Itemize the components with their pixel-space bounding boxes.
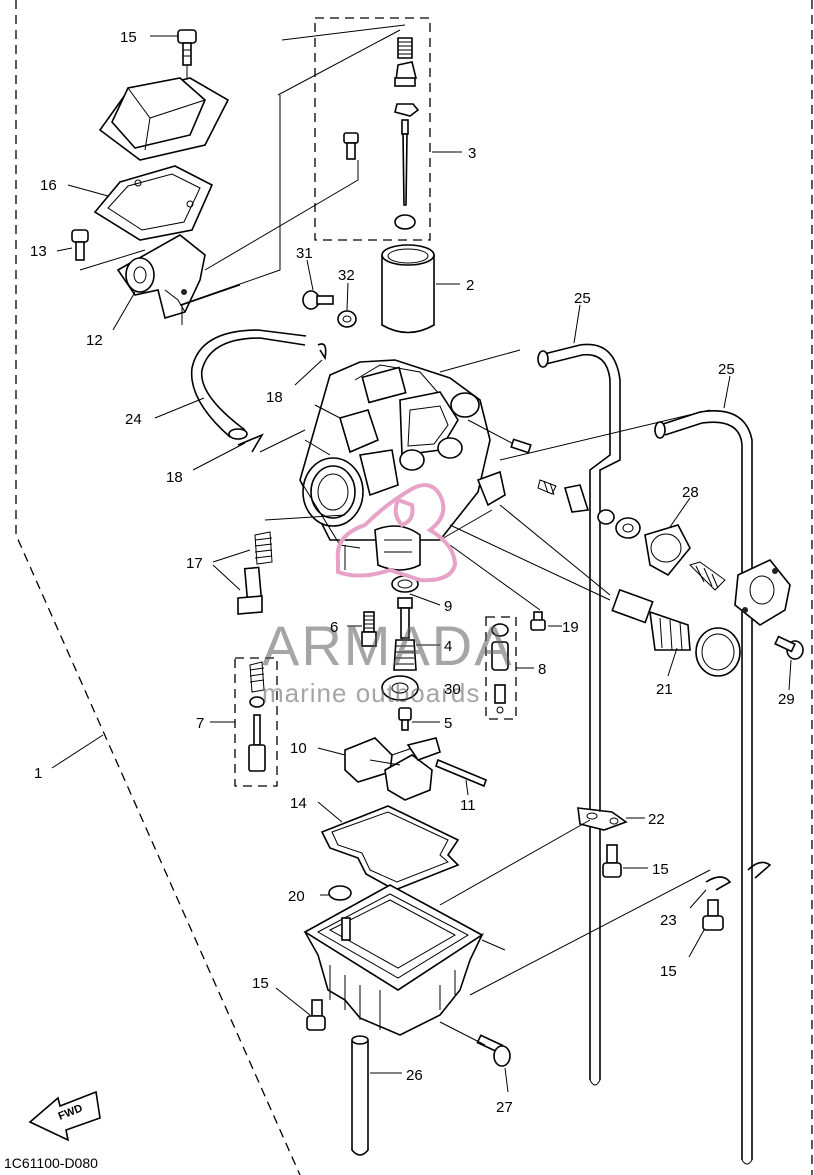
watermark-emblem — [335, 483, 458, 583]
clip-23 — [705, 861, 772, 891]
callout-15: 15 — [660, 963, 677, 980]
callout-5: 5 — [444, 715, 452, 732]
callout-28: 28 — [682, 484, 699, 501]
callout-1: 1 — [34, 765, 42, 782]
callout-31: 31 — [296, 245, 313, 262]
screw-15-lower-left — [306, 999, 326, 1031]
watermark-tagline: marine outboards — [262, 678, 480, 708]
callout-2: 2 — [466, 277, 474, 294]
callout-12: 12 — [86, 332, 103, 349]
callout-24: 24 — [125, 411, 142, 428]
callout-22: 22 — [648, 811, 665, 828]
drain-screw-27 — [476, 1034, 511, 1067]
screw-19 — [530, 611, 546, 631]
throttle-bracket — [116, 234, 206, 320]
callout-11: 11 — [460, 797, 476, 814]
callout-19: 19 — [562, 619, 579, 636]
main-jet-5 — [398, 707, 412, 731]
float-bowl-gasket-14 — [320, 805, 460, 891]
washer-32 — [337, 310, 357, 328]
throttle-stop-screw-17 — [237, 531, 273, 615]
cover-gasket — [93, 165, 214, 241]
callout-9: 9 — [444, 598, 452, 615]
washer-30 — [381, 675, 419, 701]
callout-14: 14 — [290, 795, 307, 812]
mixture-spring-assembly — [510, 438, 641, 539]
callout-30: 30 — [444, 681, 461, 698]
needle-valve-8 — [491, 623, 509, 714]
drawing-code: 1C61100-D080 — [4, 1155, 98, 1171]
callout-15: 15 — [252, 975, 269, 992]
fwd-arrow: FWD — [28, 1090, 101, 1142]
fuel-hose-25a — [537, 343, 621, 1086]
watermark-logo — [335, 483, 458, 583]
fuel-hose-25b — [654, 410, 753, 1165]
clip-18-lower — [237, 433, 264, 453]
callout-3: 3 — [468, 145, 476, 162]
callout-18: 18 — [266, 389, 283, 406]
callout-27: 27 — [496, 1099, 513, 1116]
carburetor-body — [299, 359, 506, 571]
jet-needle-kit — [394, 37, 420, 230]
o-ring-20 — [328, 885, 352, 901]
callout-7: 7 — [196, 715, 204, 732]
float-bowl — [303, 884, 484, 1036]
screw-15-top — [177, 29, 197, 66]
float-pin-11 — [435, 758, 487, 788]
callout-26: 26 — [406, 1067, 423, 1084]
clip-18-upper — [317, 343, 327, 361]
pilot-screw-7 — [248, 661, 266, 772]
callout-8: 8 — [538, 661, 546, 678]
assembly-boundary — [15, 0, 813, 1175]
top-cover — [98, 77, 230, 161]
plate-22 — [577, 807, 628, 831]
callout-21: 21 — [656, 681, 673, 698]
callout-25: 25 — [574, 290, 591, 307]
callout-13: 13 — [30, 243, 47, 260]
needle-kit-box — [314, 17, 431, 241]
drain-hose-26 — [351, 1035, 369, 1156]
screw-15-right — [602, 844, 622, 878]
screw-15-lower-right — [702, 899, 724, 931]
callout-15: 15 — [120, 29, 137, 46]
callout-16: 16 — [40, 177, 57, 194]
float-10 — [344, 737, 441, 801]
callout-6: 6 — [330, 619, 338, 636]
screw-13 — [71, 229, 89, 261]
callout-15: 15 — [652, 861, 669, 878]
screw-31 — [302, 290, 334, 310]
callout-10: 10 — [290, 740, 307, 757]
vent-hose-24 — [190, 329, 307, 440]
watermark-brand: ARMADA — [262, 614, 514, 677]
callout-25: 25 — [718, 361, 735, 378]
throttle-valve — [381, 244, 435, 334]
screw-29 — [774, 635, 804, 660]
starter-plunger-21 — [611, 588, 741, 677]
callout-23: 23 — [660, 912, 677, 929]
needle-jet-4 — [393, 597, 417, 671]
callout-32: 32 — [338, 267, 355, 284]
callout-20: 20 — [288, 888, 305, 905]
callout-29: 29 — [778, 691, 795, 708]
callout-17: 17 — [186, 555, 203, 572]
callout-18: 18 — [166, 469, 183, 486]
diaphragm-cap-28 — [644, 524, 691, 577]
callout-4: 4 — [444, 638, 452, 655]
pilot-jet-6 — [361, 611, 377, 647]
screw-small-top — [343, 132, 359, 160]
spring-cover — [689, 559, 791, 626]
